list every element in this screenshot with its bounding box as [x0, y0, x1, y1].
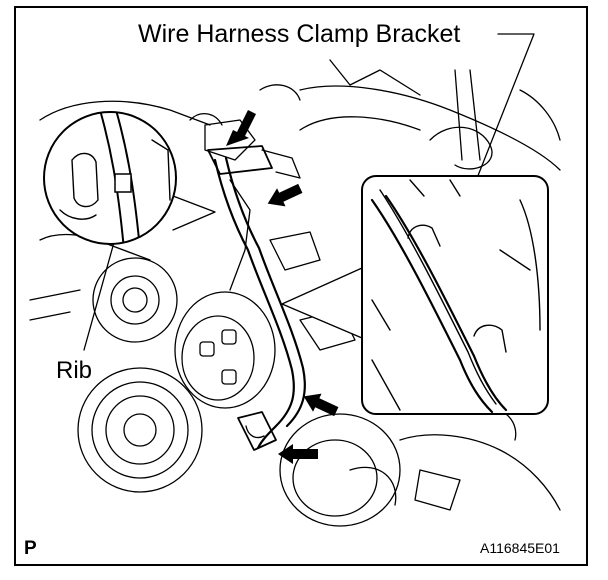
rib-marker: [114, 173, 132, 193]
arrow-icon: [226, 110, 256, 146]
arrow-icon: [278, 444, 318, 464]
corner-letter: P: [24, 538, 37, 559]
rib-label: Rib: [56, 357, 93, 384]
clamp-bracket-detail-box: [361, 175, 549, 415]
arrow-icon: [267, 183, 303, 207]
wire-harness-clamp-bracket-label: Wire Harness Clamp Bracket: [138, 20, 461, 48]
figure-id: A116845E01: [480, 540, 560, 556]
rib-detail-circle: [43, 111, 177, 245]
arrow-icon: [303, 393, 339, 417]
